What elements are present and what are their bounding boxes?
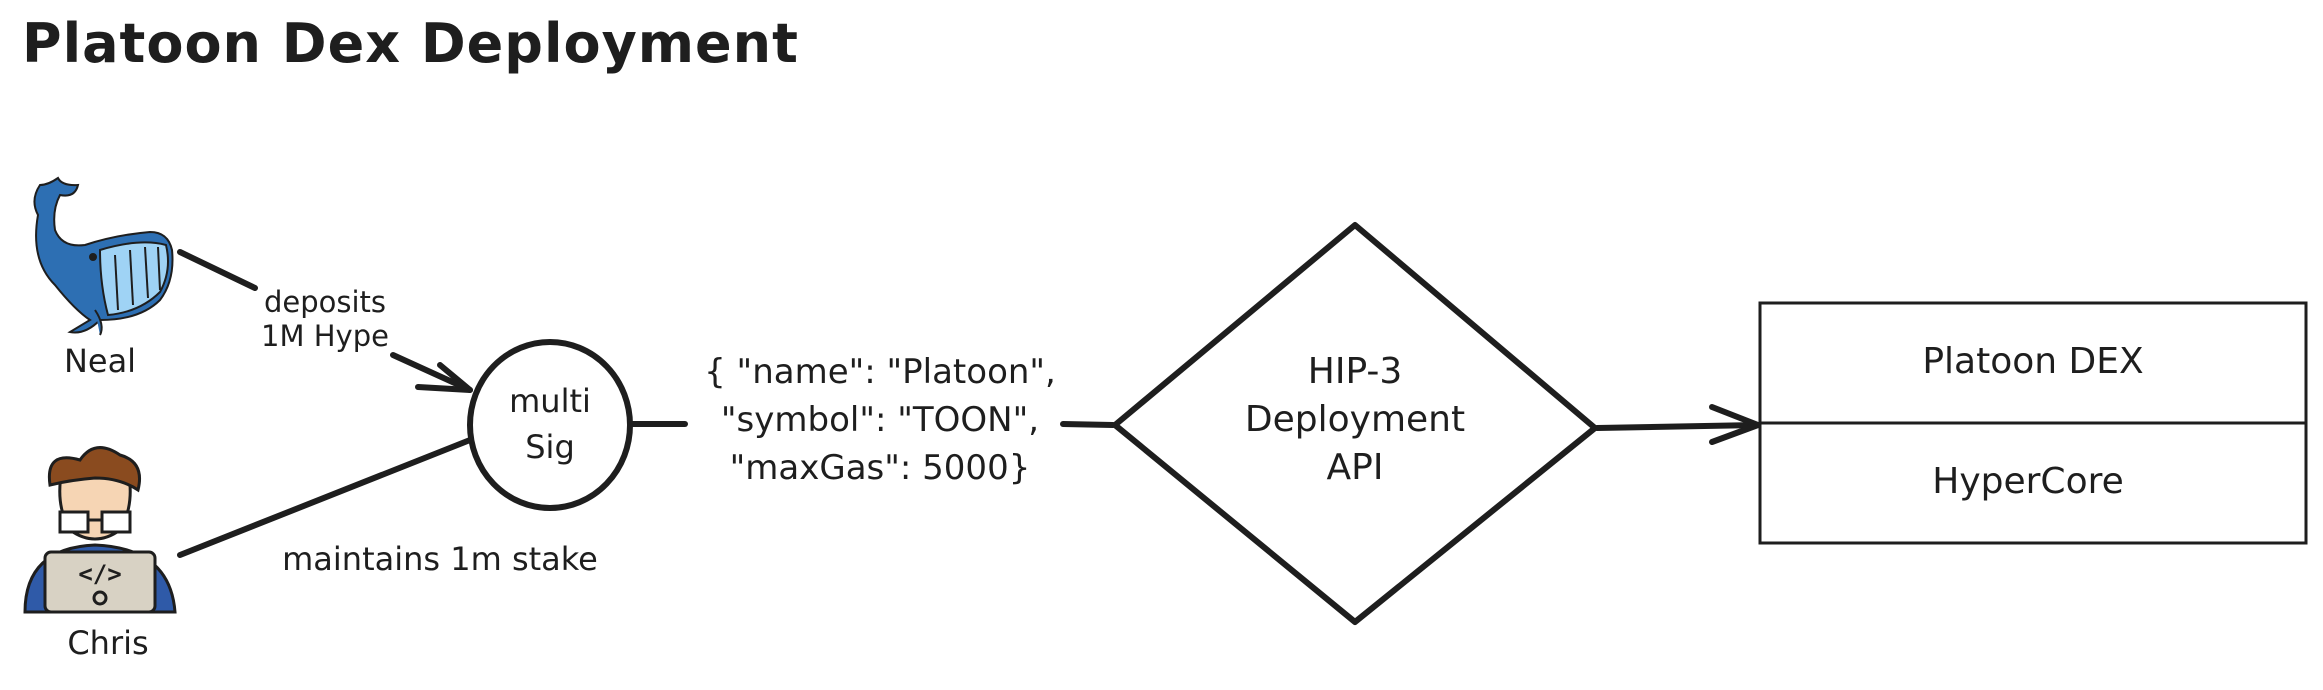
edge-neal-to-multisig — [177, 249, 258, 291]
stack-layer-platoon-dex: Platoon DEX — [1922, 341, 2143, 382]
edge-neal-to-multisig-continued — [390, 352, 473, 393]
whale-icon — [33, 176, 174, 336]
page-title: Platoon Dex Deployment — [22, 12, 799, 75]
edge-label-maintains: maintains 1m stake — [282, 540, 598, 578]
api-node — [1112, 222, 1598, 625]
edge-label-payload-line: "symbol": "TOON", — [721, 400, 1039, 440]
stack-layer-hypercore: HyperCore — [1932, 461, 2124, 502]
multisig-label-line: Sig — [525, 428, 575, 466]
api-label-line: Deployment — [1245, 399, 1465, 440]
edge-label-payload: { "name": "Platoon", "symbol": "TOON", "ma… — [704, 352, 1056, 488]
svg-text:</>: </> — [78, 560, 121, 588]
api-label-line: API — [1327, 447, 1384, 488]
edge-label-maintains-line: maintains 1m stake — [282, 540, 598, 578]
multisig-node — [467, 339, 633, 511]
edge-api-to-stack — [1594, 422, 1761, 431]
edge-chris-to-multisig — [177, 437, 473, 558]
arrowhead-multisig — [415, 362, 473, 393]
api-label-line: HIP-3 — [1308, 351, 1403, 392]
edge-label-payload-line: "maxGas": 5000} — [730, 448, 1031, 488]
edge-label-deposits-line: deposits — [264, 285, 386, 319]
actor-name-neal: Neal — [64, 342, 136, 380]
arrowhead-stack — [1709, 404, 1761, 445]
actor-name-chris: Chris — [67, 624, 148, 662]
multisig-label-line: multi — [509, 382, 591, 420]
edge-label-deposits-line: 1M Hype — [261, 319, 389, 353]
edge-label-payload-line: { "name": "Platoon", — [704, 352, 1056, 392]
developer-avatar-icon: </> — [23, 446, 177, 614]
edge-payload-to-api — [1060, 421, 1116, 428]
